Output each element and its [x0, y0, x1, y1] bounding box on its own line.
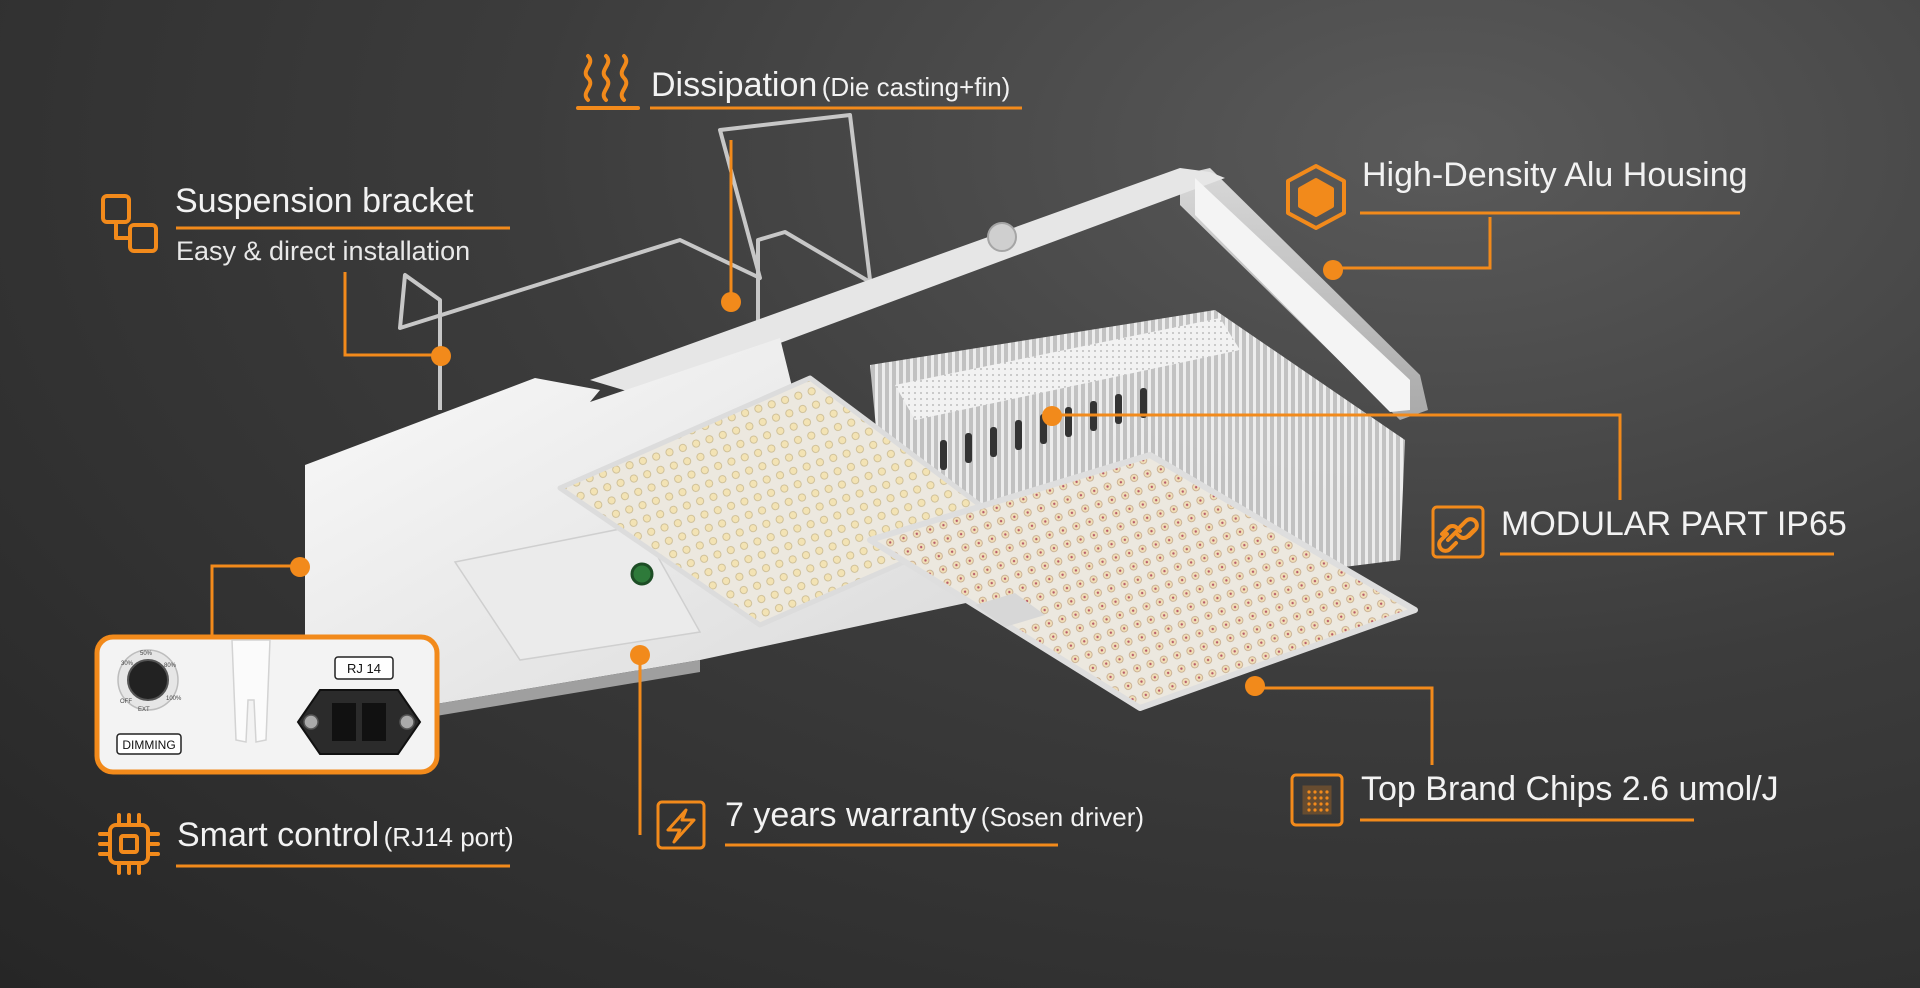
smart-control-title: Smart control	[177, 816, 380, 854]
callout-lines	[176, 106, 1834, 868]
suspension-title: Suspension bracket	[175, 182, 474, 220]
chip-grid-icon	[1290, 773, 1344, 827]
control-panel-inset: EXT 30% 50% 80% 100% OFF DIMMING RJ 14	[94, 634, 440, 775]
modular-title: MODULAR PART IP65	[1501, 505, 1847, 543]
suspension-detail: Easy & direct installation	[176, 236, 471, 266]
heat-waves-icon	[576, 54, 640, 110]
smart-control-detail: (RJ14 port)	[383, 822, 514, 852]
dissipation-detail: (Die casting+fin)	[821, 72, 1011, 102]
lightning-icon	[656, 800, 706, 850]
warranty-feature: 7 years warranty (Sosen driver)	[725, 796, 1144, 835]
bracket-hook	[231, 639, 271, 743]
dial-mark: 50%	[140, 651, 153, 657]
alu-housing	[590, 168, 1428, 420]
callout-dots	[290, 260, 1343, 696]
warranty-detail: (Sosen driver)	[980, 802, 1145, 832]
suspension-bracket	[398, 113, 877, 410]
squares-icon	[101, 194, 158, 253]
dial-mark: EXT	[138, 707, 150, 713]
dissipation-feature: Dissipation (Die casting+fin)	[651, 66, 1010, 105]
chips-title: Top Brand Chips 2.6 umol/J	[1361, 770, 1779, 808]
dial-mark: 100%	[166, 696, 182, 702]
dimming-label: DIMMING	[122, 738, 175, 752]
dial-mark: 80%	[164, 663, 177, 669]
dissipation-title: Dissipation	[651, 66, 818, 104]
warranty-title: 7 years warranty	[725, 796, 977, 834]
rj14-port-label: RJ 14	[347, 661, 381, 676]
smart-control-feature: Smart control (RJ14 port)	[177, 816, 514, 855]
dimming-dial: EXT 30% 50% 80% 100% OFF	[117, 649, 182, 713]
dial-mark: OFF	[120, 699, 132, 705]
link-icon	[1431, 505, 1485, 559]
dial-mark: 30%	[121, 661, 134, 667]
housing-title: High-Density Alu Housing	[1362, 156, 1748, 194]
led-module-right	[867, 452, 1418, 711]
rj14-port	[296, 689, 422, 755]
cube-icon	[1286, 164, 1346, 230]
processor-icon	[98, 813, 160, 875]
